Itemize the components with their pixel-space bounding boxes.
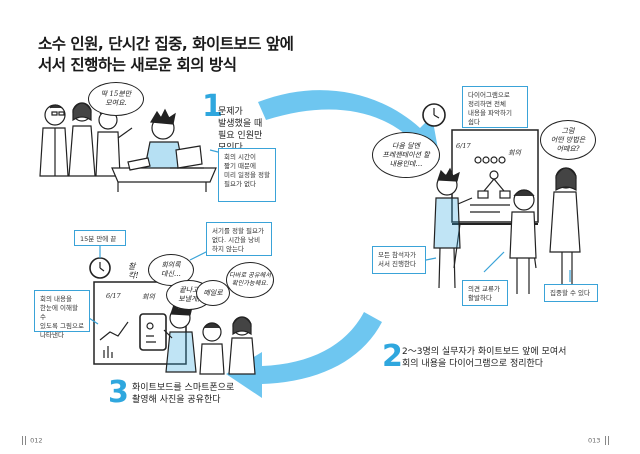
step-3-number: 3	[108, 375, 129, 410]
scene2-speech-bubble-left: 다음 달엔 프레젠테이션 할 내용인데…	[372, 132, 440, 178]
scene2-board-date: 6/17	[456, 142, 471, 150]
page-number-left: 012	[22, 436, 43, 445]
scene2-note-left: 모든 참석자가 서서 진행한다	[372, 246, 426, 274]
step-3-line: 화이트보드를 스마트폰으로	[132, 383, 235, 393]
scene3-art	[85, 246, 256, 375]
scene3-note-time: 15분 만에 끝	[74, 230, 126, 246]
scene3-click-sound: 찰 칵!	[128, 262, 139, 280]
step-2-line: 회의 내용을 다이어그램으로 정리한다	[402, 359, 544, 369]
scene2-speech-bubble-right: 그럼 어떤 방법은 어때요?	[540, 120, 596, 160]
step-3-text: 화이트보드를 스마트폰으로 촬영해 사진을 공유한다	[132, 382, 234, 406]
flow-arrow-1-to-2	[258, 90, 440, 160]
title-line-1: 소수 인원, 단시간 집중, 화이트보드 앞에	[38, 35, 294, 53]
folio-bar	[25, 436, 26, 445]
step-1-line: 필요 인원만	[218, 131, 263, 141]
scene2-note-right: 집중할 수 있다	[544, 284, 598, 302]
scene1-art	[39, 102, 217, 192]
scene3-note-top: 서기를 정할 필요가 없다. 시간을 낭비 하지 않는다	[206, 222, 272, 256]
step-2-line: 2～3명의 실무자가 화이트보드 앞에 모여서	[402, 347, 567, 357]
scene2-note-top: 다이어그램으로 정리하면 전체 내용을 파악하기 쉽다	[462, 86, 528, 128]
folio-bar	[607, 436, 609, 445]
page-number-right: 013	[588, 436, 611, 445]
step-2-text: 2～3명의 실무자가 화이트보드 앞에 모여서 회의 내용을 다이어그램으로 정…	[402, 346, 566, 370]
step-1-number: 1	[202, 89, 223, 124]
step-2-number: 2	[382, 339, 403, 374]
folio-bar	[22, 436, 23, 445]
step-1-line: 발생했을 때	[218, 119, 263, 129]
step-3-line: 촬영해 사진을 공유한다	[132, 395, 221, 405]
scene2-art	[415, 103, 581, 294]
scene3-speech-bubble-d: 다바로 공유해서 확인가능해요.	[226, 262, 274, 298]
scene3-speech-bubble-c: 메일로	[196, 280, 230, 306]
folio-bar	[604, 436, 606, 445]
scene1-note: 회의 시간이 짧기 때문에 미리 일정을 정할 필요가 없다	[218, 148, 276, 202]
flow-arrow-2-to-3	[226, 312, 382, 398]
scene3-note-left: 회의 내용을 한눈에 이해할 수 있도록 그림으로 나타낸다	[34, 290, 90, 339]
page-title: 소수 인원, 단시간 집중, 화이트보드 앞에 서서 진행하는 새로운 회의 방…	[38, 34, 294, 76]
step-1-text: 문제가 발생했을 때 필요 인원만 모인다	[218, 106, 262, 154]
scene3-board-label: 회의	[142, 293, 155, 301]
step-1-line: 문제가	[218, 107, 243, 117]
scene2-note-middle: 의견 교류가 활발하다	[462, 280, 508, 306]
title-line-2: 서서 진행하는 새로운 회의 방식	[38, 56, 237, 74]
scene1-speech-bubble: 딱 15분만 모여요.	[88, 82, 144, 116]
scene2-board-label: 회의	[508, 149, 521, 157]
scene3-board-date: 6/17	[106, 292, 121, 300]
